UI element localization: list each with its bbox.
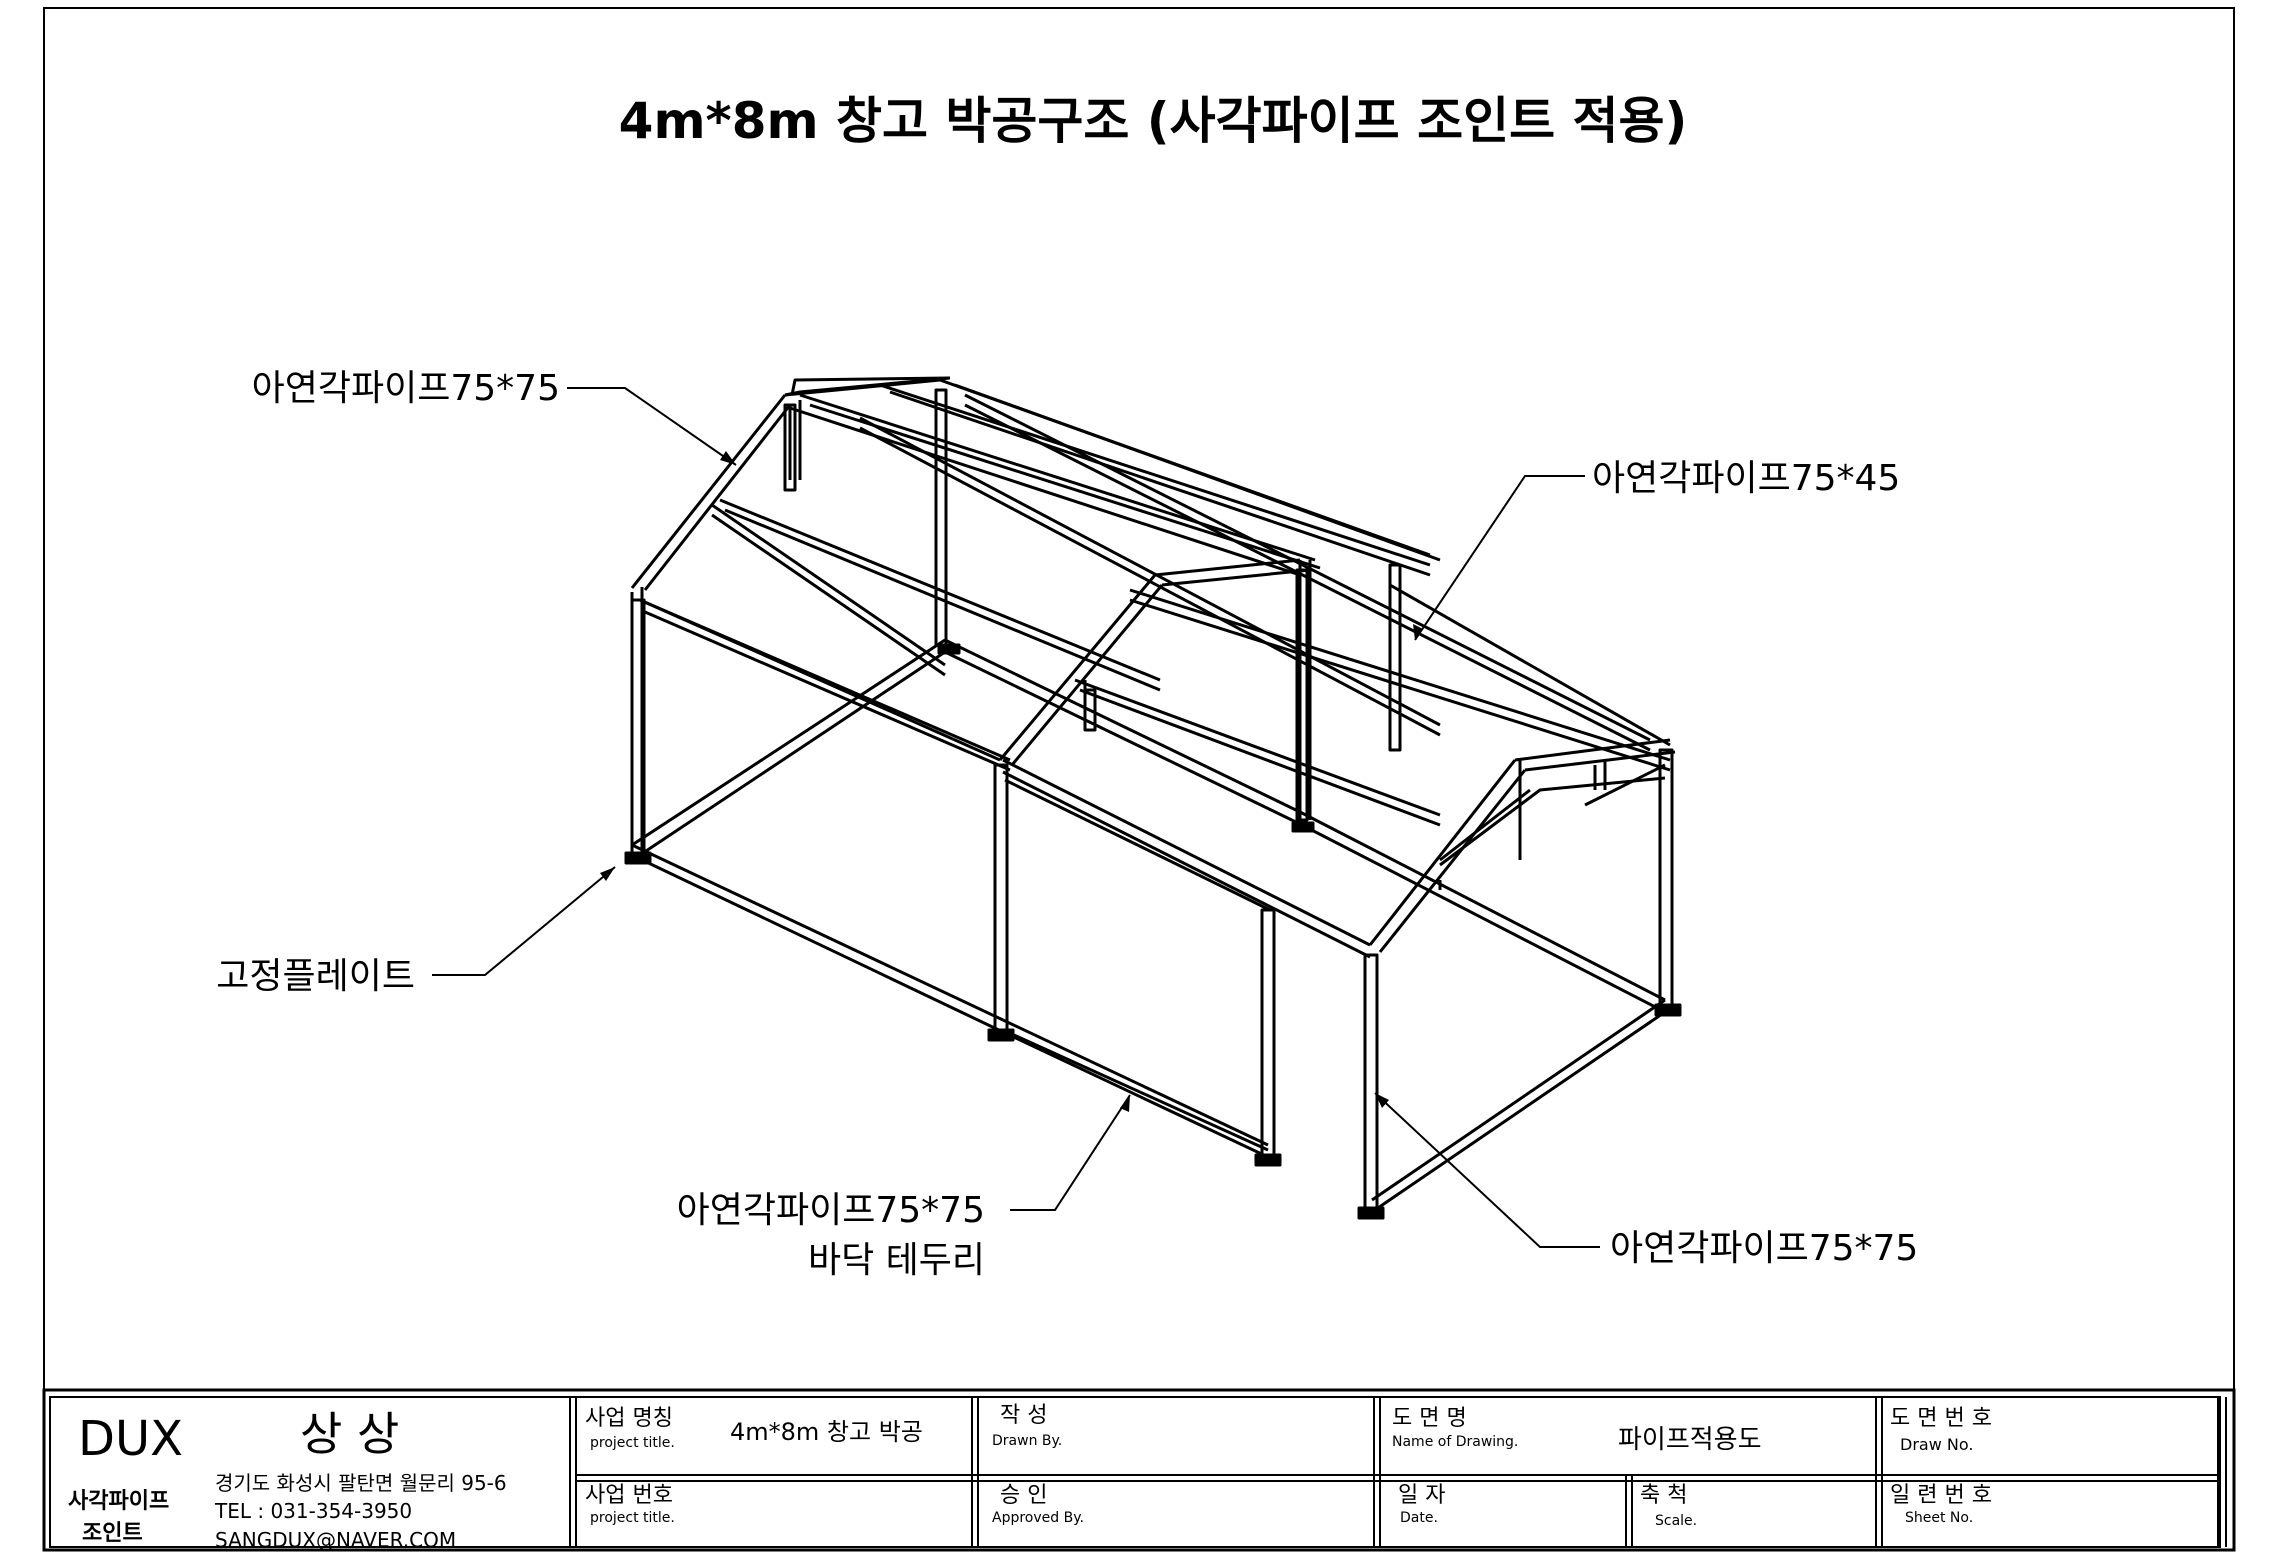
company-email: SANGDUX@NAVER.COM: [215, 1528, 456, 1552]
project-name-label: 사업 명칭: [585, 1406, 673, 1431]
drawn-sub: Drawn By.: [992, 1433, 1062, 1449]
product-line-1: 사각파이프: [68, 1489, 169, 1514]
company-tel: TEL : 031-354-3950: [214, 1499, 412, 1523]
scale-label: 축 척: [1640, 1483, 1687, 1508]
product-line-2: 조인트: [82, 1521, 143, 1546]
wall-top-beams: [639, 598, 1371, 959]
callout-top-left: 아연각파이프75*75: [252, 368, 560, 409]
back-gable: [630, 376, 951, 860]
date-sub: Date.: [1400, 1510, 1438, 1526]
approved-label: 승 인: [1000, 1483, 1047, 1508]
callout-bottom-right: 아연각파이프75*75: [1610, 1228, 1918, 1269]
drawing-name-sub: Name of Drawing.: [1392, 1434, 1518, 1450]
middle-gable: [998, 558, 1441, 827]
sheet-no-label: 일 련 번 호: [1890, 1483, 1992, 1508]
date-label: 일 자: [1398, 1483, 1445, 1508]
drawing-title: 4m*8m 창고 박공구조 (사각파이프 조인트 적용): [619, 92, 1688, 150]
warehouse-frame: [624, 376, 1682, 1220]
draw-no-sub: Draw No.: [1900, 1435, 1973, 1454]
project-name-value: 4m*8m 창고 박공: [730, 1418, 923, 1446]
company-address: 경기도 화성시 팔탄면 월문리 95-6: [215, 1471, 507, 1495]
scale-sub: Scale.: [1655, 1513, 1697, 1529]
project-name-sub: project title.: [590, 1435, 675, 1451]
company-name: 상 상: [300, 1407, 399, 1461]
drawing-name-value: 파이프적용도: [1618, 1425, 1762, 1455]
title-block: [42, 1388, 2236, 1552]
drawing-name-label: 도 면 명: [1392, 1406, 1467, 1431]
approved-sub: Approved By.: [992, 1510, 1084, 1526]
base-plates: [624, 643, 1682, 1220]
front-gable: [1368, 738, 1676, 953]
callout-arrowheads: [600, 451, 1423, 1112]
callout-leaders: [432, 387, 1600, 1248]
sheet-border: [43, 7, 2235, 1551]
callout-fixing-plate: 고정플레이트: [216, 956, 415, 997]
callout-floor-pipe: 아연각파이프75*75: [677, 1190, 985, 1231]
floor-frame: [631, 638, 1666, 1214]
callout-floor-edge: 바닥 테두리: [808, 1240, 985, 1281]
callout-top-right: 아연각파이프75*45: [1592, 458, 1900, 499]
project-no-label: 사업 번호: [585, 1483, 673, 1508]
brand-name: DUX: [78, 1411, 183, 1467]
drawn-label: 작 성: [1000, 1403, 1047, 1428]
sheet-no-sub: Sheet No.: [1905, 1510, 1973, 1526]
project-no-sub: project title.: [590, 1510, 675, 1526]
draw-no-label: 도 면 번 호: [1890, 1406, 1992, 1431]
